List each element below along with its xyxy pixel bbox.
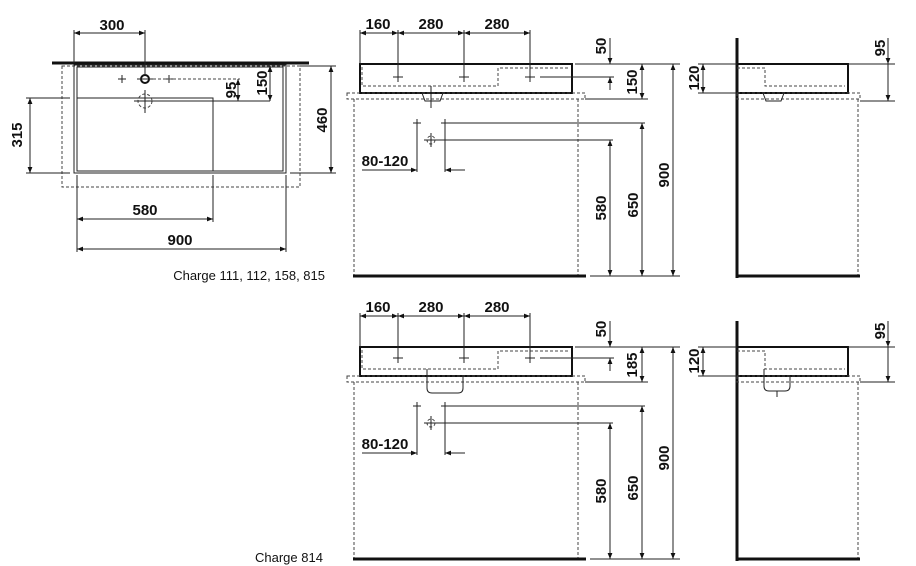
dim-overall: 900 <box>656 445 673 470</box>
caption-charge-1: Charge 111, 112, 158, 815 <box>173 268 325 283</box>
drain-icon <box>134 90 270 113</box>
dim-650: 650 <box>625 475 642 500</box>
caption-charge-2: Charge 814 <box>255 550 323 565</box>
dim-580: 580 <box>593 195 610 220</box>
dim-tap-depth: 150 <box>254 70 271 95</box>
dim-total-depth: 460 <box>314 107 331 132</box>
dim-height: 185 <box>624 352 641 377</box>
dim-total-width: 900 <box>167 232 192 249</box>
dim-top: 50 <box>593 38 610 55</box>
dim-bowl-depth: 315 <box>9 122 26 147</box>
dim-c: 280 <box>484 16 509 33</box>
tap-hole-icons <box>393 72 614 82</box>
dim-top: 50 <box>593 321 610 338</box>
dim-tap-to-bowl: 95 <box>223 82 240 99</box>
tap-hole-icons <box>393 353 614 363</box>
front-view-2: 160 280 280 50 185 900 650 580 80-120 Ch… <box>255 299 680 565</box>
dim-a: 160 <box>365 16 390 33</box>
dim-spacing: 80-120 <box>362 153 409 170</box>
dim-120: 120 <box>686 65 703 90</box>
plan-view: 300 95 150 315 460 580 900 Charge 111, 1… <box>9 17 336 283</box>
dim-spacing: 80-120 <box>362 436 409 453</box>
dim-b: 280 <box>418 16 443 33</box>
dim-95: 95 <box>872 323 889 340</box>
dim-height: 150 <box>624 69 641 94</box>
tap-hole-icon <box>118 74 240 84</box>
front-view-1: 160 280 280 50 150 900 650 580 80-120 <box>346 16 680 278</box>
dim-a: 160 <box>365 299 390 316</box>
dim-b: 280 <box>418 299 443 316</box>
dim-bowl-width: 580 <box>132 202 157 219</box>
side-view-2: 120 95 <box>686 321 895 561</box>
dim-tap-offset: 300 <box>99 17 124 34</box>
dim-120: 120 <box>686 348 703 373</box>
dim-650: 650 <box>625 192 642 217</box>
dim-c: 280 <box>484 299 509 316</box>
dim-580: 580 <box>593 478 610 503</box>
dim-overall: 900 <box>656 162 673 187</box>
side-view-1: 120 95 <box>686 38 895 278</box>
dim-95: 95 <box>872 40 889 57</box>
